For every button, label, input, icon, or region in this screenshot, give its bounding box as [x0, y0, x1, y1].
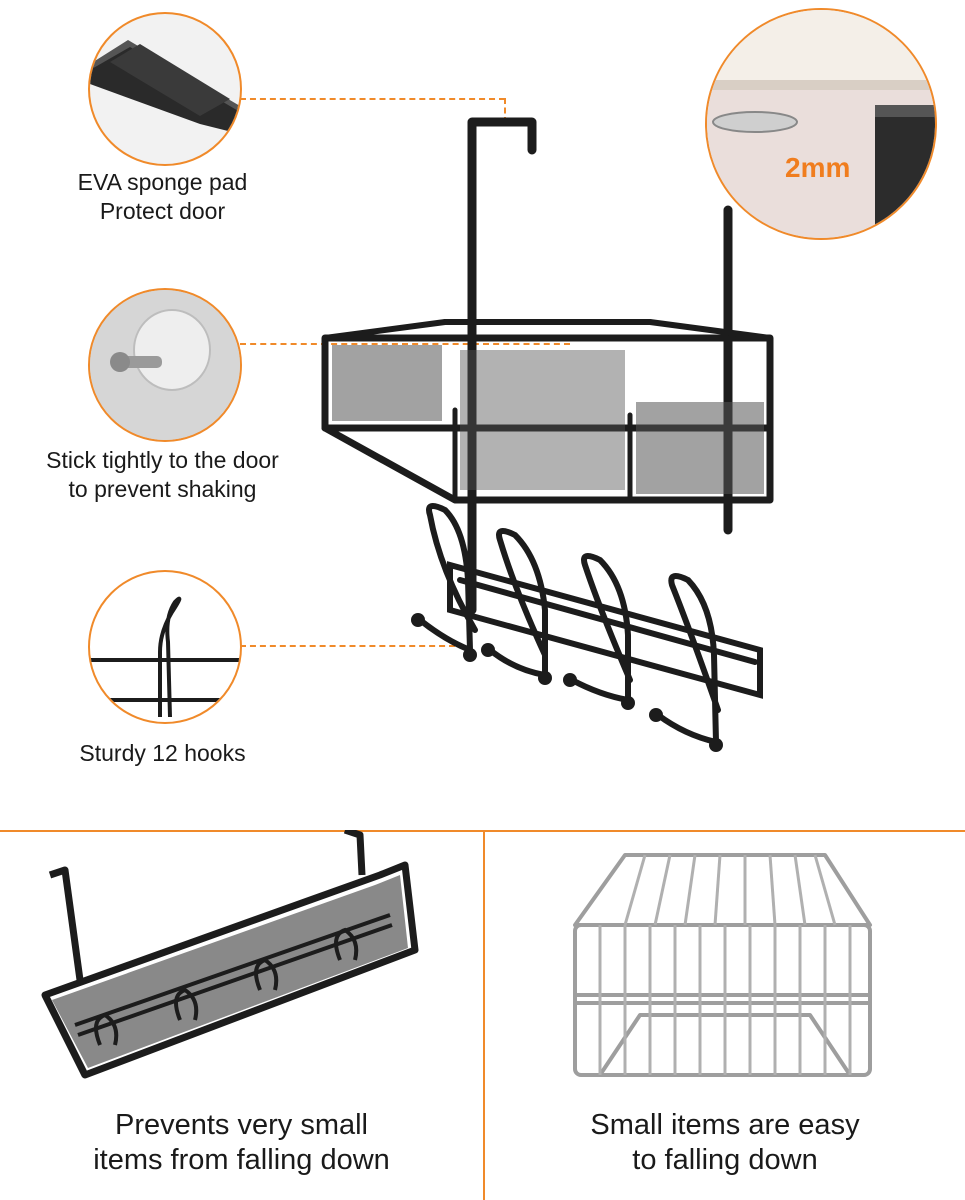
eva-pad-detail-circle [88, 12, 242, 166]
hooks-detail-circle [88, 570, 242, 724]
eva-pad-leader-line [240, 98, 505, 100]
thickness-closeup-image [707, 10, 935, 238]
stick-caption-line1: Stick tightly to the door [46, 447, 279, 473]
stick-leader-line [240, 343, 570, 345]
hooks-caption: Sturdy 12 hooks [30, 739, 295, 768]
bottom-right-caption-line2: to falling down [632, 1144, 818, 1176]
hooks-leader-line [240, 645, 465, 647]
stick-caption-line2: to prevent shaking [68, 476, 257, 502]
bottom-left-caption-line2: items from falling down [93, 1144, 390, 1176]
hooks-caption-line1: Sturdy 12 hooks [79, 740, 246, 766]
hooks-closeup-image [90, 596, 240, 718]
bottom-right-caption-line1: Small items are easy [590, 1109, 860, 1141]
eva-pad-caption-line1: EVA sponge pad [77, 169, 248, 195]
wire-basket-image [573, 853, 872, 1077]
section-divider-horizontal [0, 830, 965, 832]
stick-detail-circle [88, 288, 242, 442]
stick-caption: Stick tightly to the door to prevent sha… [20, 446, 305, 504]
eva-pad-caption: EVA sponge pad Protect door [30, 168, 295, 226]
stick-closeup-image [90, 290, 240, 440]
thickness-detail-circle [705, 8, 937, 240]
eva-pad-closeup-image [90, 40, 240, 134]
main-product-image [321, 117, 774, 752]
bottom-right-caption: Small items are easy to falling down [510, 1108, 940, 1178]
section-divider-vertical [483, 830, 485, 1200]
bottom-left-caption: Prevents very small items from falling d… [30, 1108, 453, 1178]
thickness-label: 2mm [785, 152, 851, 183]
mesh-basket-image [41, 830, 419, 1079]
eva-pad-leader-vertical [504, 98, 506, 123]
bottom-left-caption-line1: Prevents very small [114, 1109, 368, 1141]
eva-pad-caption-line2: Protect door [99, 198, 226, 224]
